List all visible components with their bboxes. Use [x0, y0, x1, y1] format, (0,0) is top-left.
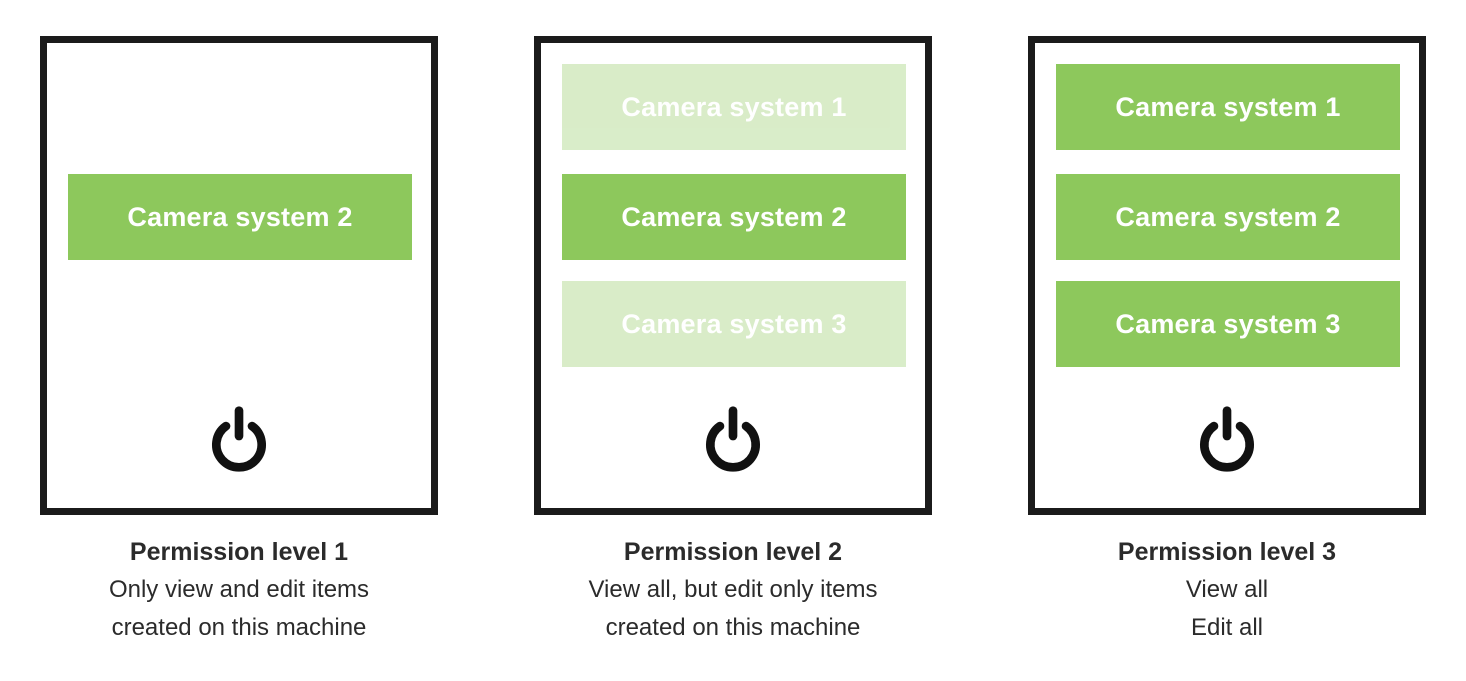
- permission-description-line: created on this machine: [111, 614, 367, 641]
- permission-panel-3: Camera system 1 Camera system 2 Camera s…: [1028, 36, 1426, 647]
- permission-level-title: Permission level 1: [129, 538, 349, 566]
- permission-description-line: View all, but edit only items: [588, 576, 878, 603]
- camera-system-2-button[interactable]: Camera system 2: [562, 174, 906, 260]
- permission-level-title: Permission level 2: [623, 538, 843, 566]
- panel-caption-3: Permission level 3 View all Edit all: [1028, 533, 1426, 647]
- camera-system-2-button[interactable]: Camera system 2: [68, 174, 412, 260]
- permission-description-line: View all: [1185, 576, 1269, 603]
- permission-description-line: Edit all: [1190, 614, 1264, 641]
- permission-panel-2: Camera system 1 Camera system 2 Camera s…: [534, 36, 932, 647]
- camera-system-1-button[interactable]: Camera system 1: [562, 64, 906, 150]
- power-icon[interactable]: [701, 404, 765, 474]
- panel-caption-2: Permission level 2 View all, but edit on…: [534, 533, 932, 647]
- power-icon[interactable]: [207, 404, 271, 474]
- device-screen-3: Camera system 1 Camera system 2 Camera s…: [1028, 36, 1426, 515]
- camera-system-3-button[interactable]: Camera system 3: [562, 281, 906, 367]
- camera-system-3-button[interactable]: Camera system 3: [1056, 281, 1400, 367]
- panels-row: Camera system 2 Permission level 1 Only …: [40, 36, 1426, 647]
- permission-level-title: Permission level 3: [1117, 538, 1337, 566]
- power-icon[interactable]: [1195, 404, 1259, 474]
- permission-description-line: created on this machine: [605, 614, 861, 641]
- permission-panel-1: Camera system 2 Permission level 1 Only …: [40, 36, 438, 647]
- panel-caption-1: Permission level 1 Only view and edit it…: [40, 533, 438, 647]
- permission-description-line: Only view and edit items: [108, 576, 370, 603]
- device-screen-2: Camera system 1 Camera system 2 Camera s…: [534, 36, 932, 515]
- camera-system-2-button[interactable]: Camera system 2: [1056, 174, 1400, 260]
- camera-system-1-button[interactable]: Camera system 1: [1056, 64, 1400, 150]
- device-screen-1: Camera system 2: [40, 36, 438, 515]
